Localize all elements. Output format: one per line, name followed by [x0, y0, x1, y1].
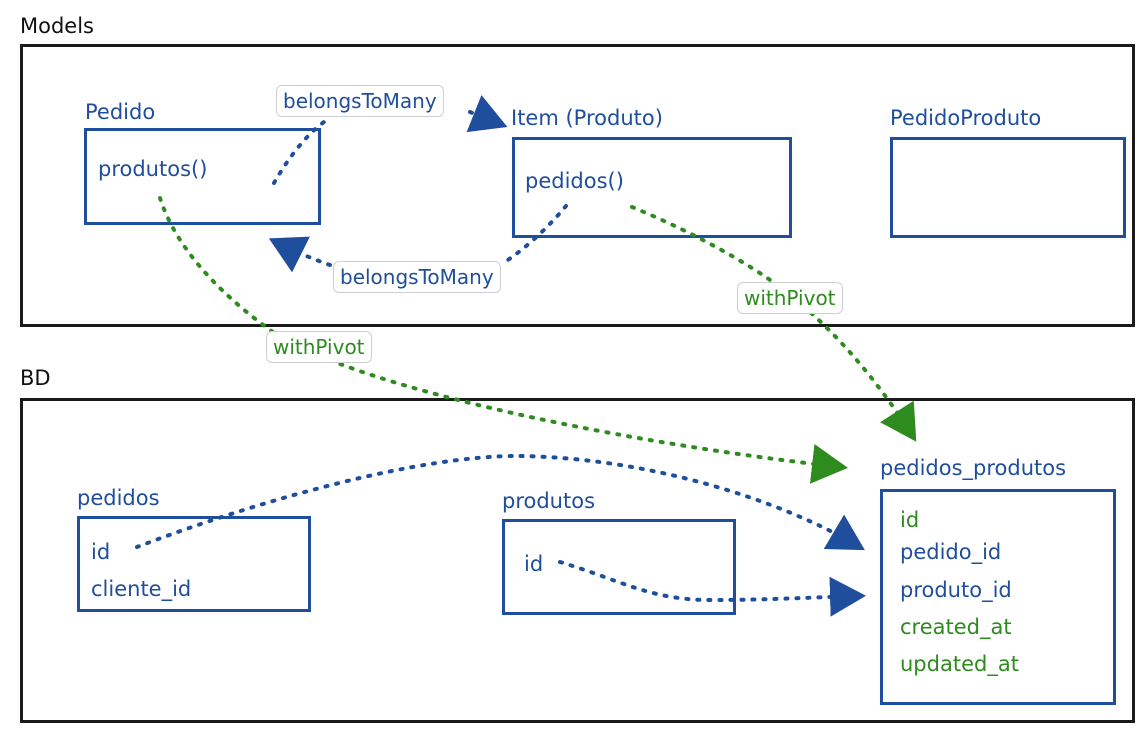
pedidoproduto-model-box — [890, 137, 1126, 238]
belongs-to-many-label-bottom: belongsToMany — [333, 261, 501, 293]
pedidos-produtos-field-pedido-id: pedido_id — [900, 540, 1002, 564]
with-pivot-label-left: withPivot — [266, 331, 372, 363]
pedidos-table-title: pedidos — [77, 486, 160, 510]
pedidos-produtos-field-id: id — [900, 508, 920, 532]
pedidos-produtos-table-box — [880, 489, 1116, 705]
produtos-table-title: produtos — [502, 489, 596, 513]
pedidos-field-cliente-id: cliente_id — [91, 577, 192, 601]
pedidos-produtos-field-produto-id: produto_id — [900, 578, 1012, 602]
produtos-field-id: id — [524, 552, 544, 576]
bd-section-label: BD — [20, 366, 51, 390]
item-model-title: Item (Produto) — [511, 106, 663, 130]
pedidos-produtos-field-updated-at: updated_at — [900, 652, 1019, 676]
with-pivot-label-right: withPivot — [737, 282, 843, 314]
pedidos-produtos-table-title: pedidos_produtos — [880, 456, 1067, 480]
pedido-model-title: Pedido — [85, 100, 156, 124]
item-pedidos-method: pedidos() — [525, 169, 624, 193]
models-section-label: Models — [20, 14, 94, 38]
belongs-to-many-label-top: belongsToMany — [276, 85, 444, 117]
pedidoproduto-model-title: PedidoProduto — [890, 106, 1042, 130]
pedido-produtos-method: produtos() — [98, 157, 208, 181]
pedidos-field-id: id — [91, 540, 111, 564]
pedidos-produtos-field-created-at: created_at — [900, 615, 1012, 639]
